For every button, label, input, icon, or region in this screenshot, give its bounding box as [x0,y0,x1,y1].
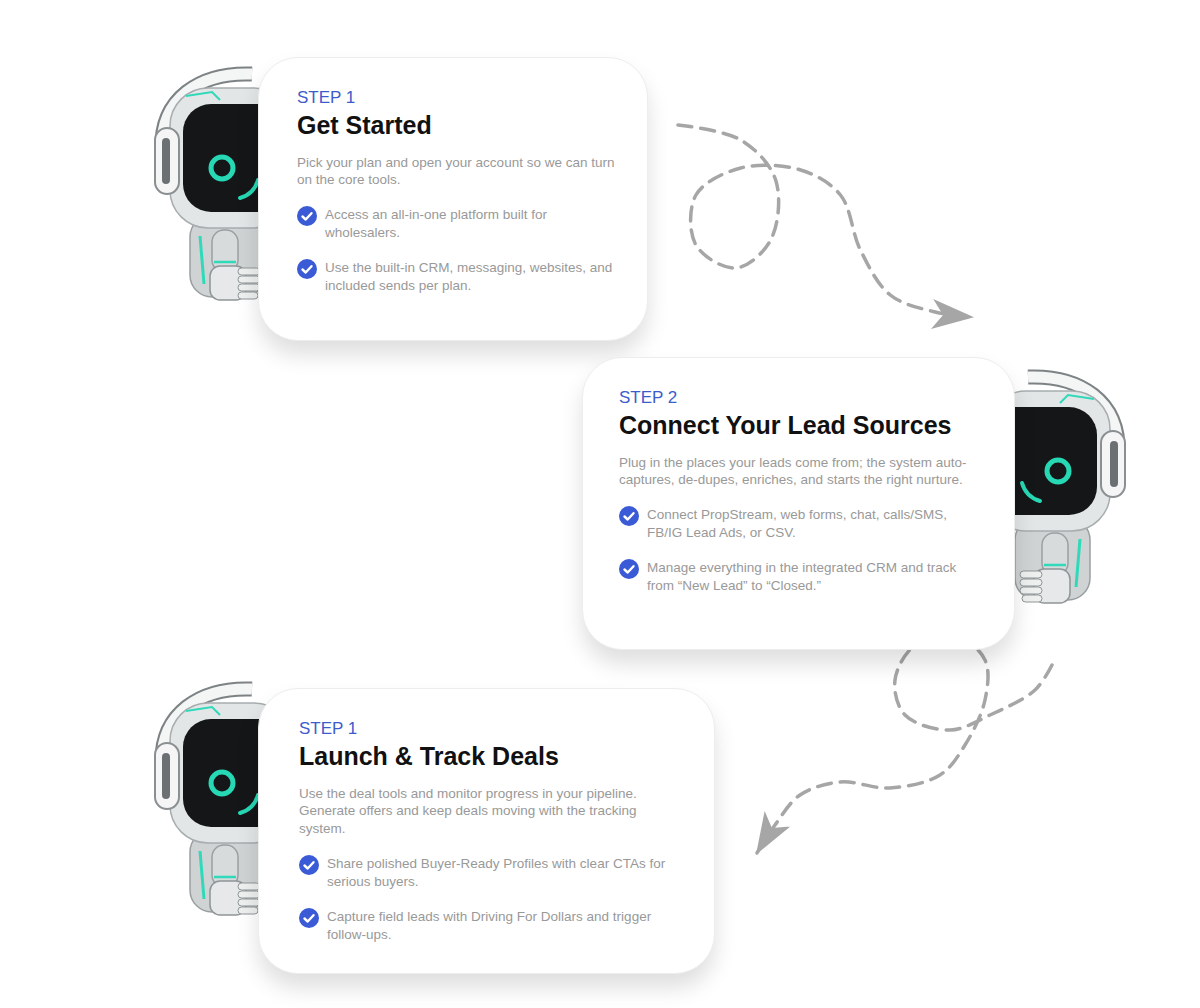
check-icon [297,206,317,226]
check-circle [299,908,319,928]
check-mark [303,213,312,219]
check-circle [299,855,319,875]
feature-text: Connect PropStream, web forms, chat, cal… [647,506,986,542]
step-label: STEP 2 [619,388,986,408]
feature-item: Manage everything in the integrated CRM … [619,559,986,595]
check-icon [619,506,639,526]
step-label: STEP 1 [297,88,619,108]
feature-text: Share polished Buyer-Ready Profiles with… [327,855,674,891]
feature-item: Access an all-in-one platform built for … [297,206,619,242]
feature-item: Connect PropStream, web forms, chat, cal… [619,506,986,542]
check-icon [299,855,319,875]
step-description: Use the deal tools and monitor progress … [299,785,674,838]
dashed-flow-arrow [678,125,972,317]
check-circle [619,559,639,579]
check-circle [297,259,317,279]
step-card: STEP 1Launch & Track DealsUse the deal t… [258,688,715,974]
check-mark [625,566,634,572]
step-title: Connect Your Lead Sources [619,410,986,441]
step-description: Plug in the places your leads come from;… [619,454,986,490]
check-mark [303,266,312,272]
step-card: STEP 1Get StartedPick your plan and open… [258,57,648,341]
check-mark [305,862,314,868]
check-icon [297,259,317,279]
check-icon [299,908,319,928]
feature-item: Capture field leads with Driving For Dol… [299,908,674,944]
check-mark [305,915,314,921]
feature-item: Use the built-in CRM, messaging, website… [297,259,619,295]
check-icon [619,559,639,579]
step-description: Pick your plan and open your account so … [297,154,619,190]
check-circle [297,206,317,226]
feature-text: Access an all-in-one platform built for … [325,206,619,242]
feature-text: Manage everything in the integrated CRM … [647,559,986,595]
dashed-flow-arrow [757,634,1052,853]
feature-item: Share polished Buyer-Ready Profiles with… [299,855,674,891]
feature-text: Capture field leads with Driving For Dol… [327,908,674,944]
feature-text: Use the built-in CRM, messaging, website… [325,259,619,295]
step-title: Launch & Track Deals [299,741,674,772]
check-circle [619,506,639,526]
check-mark [625,513,634,519]
step-title: Get Started [297,110,619,141]
step-label: STEP 1 [299,719,674,739]
step-card: STEP 2Connect Your Lead SourcesPlug in t… [582,357,1015,650]
